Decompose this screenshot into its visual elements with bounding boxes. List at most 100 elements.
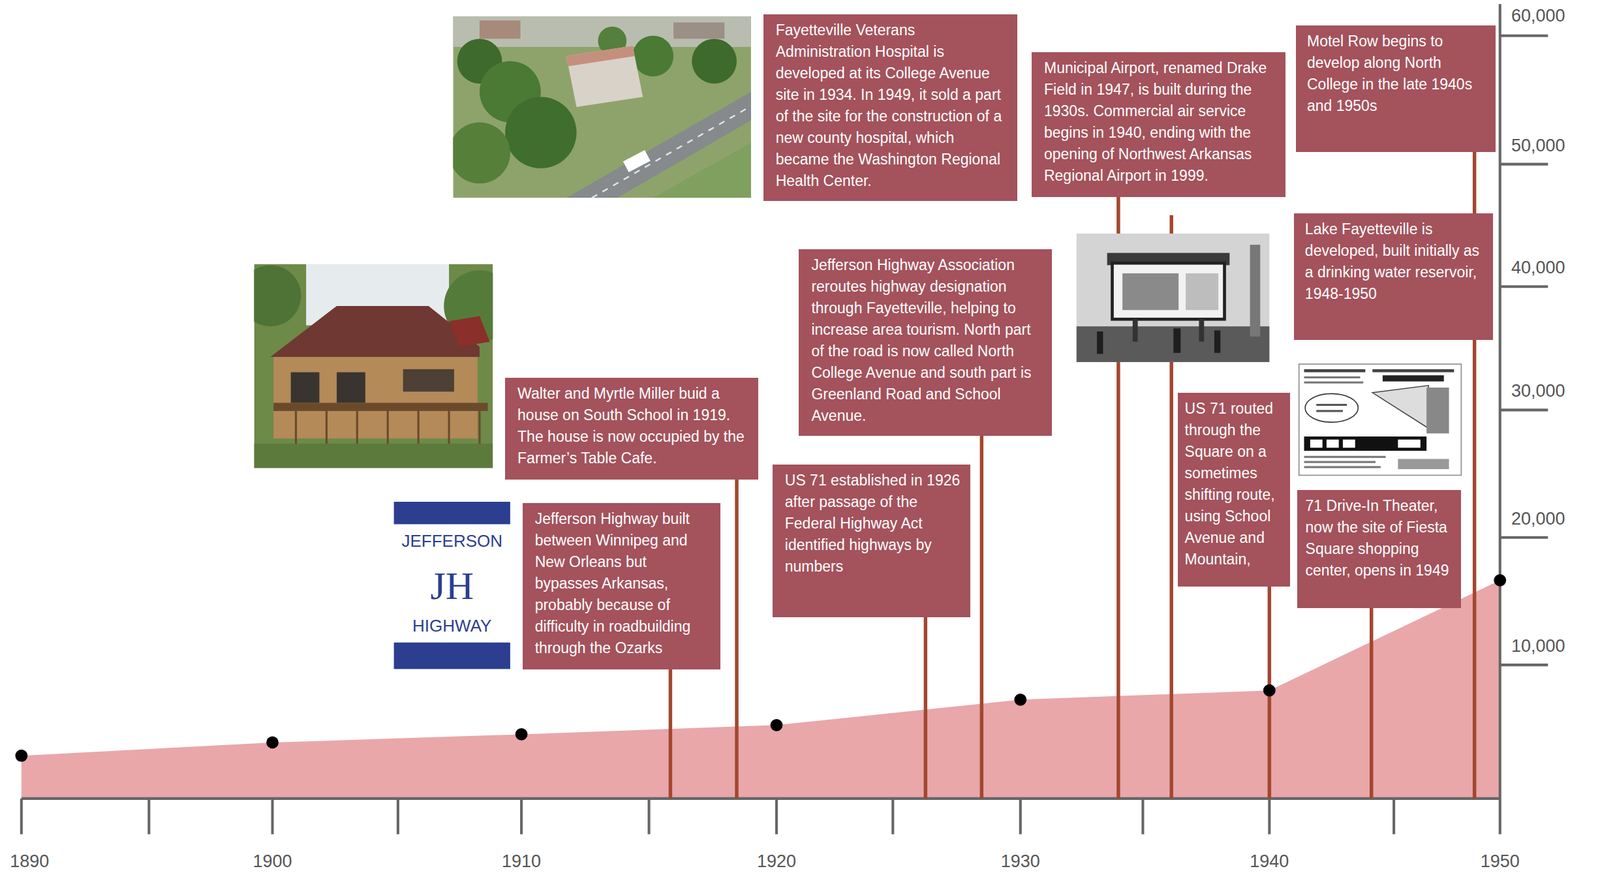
logo-text: HIGHWAY [412,615,492,635]
population-dot [266,736,279,750]
newspaper-ad [1372,369,1454,373]
billboard-photo [1096,331,1103,354]
year-label: 1930 [1000,852,1041,873]
logo-text: JEFFERSON [401,531,503,551]
house-photo [336,372,366,404]
time-axis [21,798,1501,835]
billboard-photo [1250,244,1261,337]
year-label: 1920 [756,852,797,873]
time-axis [520,798,523,835]
population-label: 50,000 [1511,136,1566,156]
callout-text: 71 Drive-In Theater, now the site of Fie… [1305,495,1457,582]
aerial-photo [452,122,511,185]
callout-text: US 71 routed through the Square on a som… [1184,398,1285,571]
newspaper-ad [1304,456,1386,459]
billboard-photo [1076,326,1270,363]
callout-box: Fayetteville Veterans Administration Hos… [763,14,1018,201]
population-dot [15,749,28,763]
callout-text: Lake Fayetteville is developed, built in… [1305,218,1486,305]
population-dot [1263,684,1276,697]
population-axis [1500,34,1548,38]
time-axis [891,798,894,835]
callout-box: Municipal Airport, renamed Drake Field i… [1031,52,1286,198]
aerial-photo [566,45,635,66]
population-axis [1500,285,1548,288]
year-label: 1900 [252,852,292,873]
newspaper-ad [1372,385,1429,429]
population-axis [1500,663,1548,667]
billboard-photo [1112,262,1225,320]
time-axis [396,798,400,835]
newspaper-ad [1426,387,1449,434]
population-label: 30,000 [1511,382,1566,402]
newspaper-ad [1304,461,1376,464]
leader-line [670,101,1475,799]
time-axis [647,798,651,835]
newspaper-ad [1304,436,1428,451]
house-photo [417,411,420,449]
house-photo [325,411,328,449]
population-dot [770,719,784,732]
callout-box: 71 Drive-In Theater, now the site of Fie… [1297,490,1462,609]
population-label: 40,000 [1511,258,1566,278]
billboard-photo [1076,233,1270,363]
aerial-photo [452,16,752,198]
house-photo [448,316,491,348]
time-axis [1019,798,1022,835]
time-axis [1498,798,1502,835]
year-label: 1910 [501,852,541,873]
year-label: 1940 [1249,852,1289,873]
newspaper-ad [1326,439,1339,449]
billboard-photo [1132,319,1139,342]
time-axis [775,798,778,835]
callout-box: Jefferson Highway Association reroutes h… [798,249,1052,436]
newspaper-ad [1304,465,1381,468]
billboard-photo [1076,233,1270,363]
highway-logo [394,501,511,524]
newspaper-ad [1342,439,1356,449]
year-label: 1890 [9,852,49,873]
aerial-photo [632,35,675,77]
house-photo [253,443,493,469]
aerial-photo [673,22,725,39]
time-axis [1141,798,1144,835]
population-label: 10,000 [1511,637,1566,658]
year-label: 1950 [1480,852,1520,873]
logo-monogram: JH [430,564,474,608]
house-photo [291,372,320,404]
aerial-photo [653,142,752,198]
aerial-photo [479,20,521,39]
callout-box: Motel Row begins to develop along North … [1295,25,1497,153]
newspaper-ad [1304,369,1366,373]
billboard-photo [1122,273,1179,310]
callout-text: Walter and Myrtle Miller buid a house on… [517,383,750,470]
house-photo [273,356,478,439]
newspaper-ad [1397,458,1449,470]
callout-text: Jefferson Highway built between Winnipeg… [535,508,712,660]
time-axis [147,798,151,835]
population-label: 20,000 [1511,509,1566,530]
callout-box: Jefferson Highway built between Winnipeg… [522,503,721,670]
house-photo [253,264,301,327]
population-dot [1014,693,1027,707]
billboard-photo [1198,319,1204,342]
aerial-photo [623,150,651,173]
callout-text: US 71 established in 1926 after passage … [784,469,962,578]
house-photo [294,411,297,449]
leader-line [1472,101,1477,799]
population-area [21,580,1501,799]
callout-box: Lake Fayetteville is developed, built in… [1293,213,1493,340]
house-photo [478,411,481,449]
house-photo [295,411,479,449]
newspaper-ad [1397,439,1420,449]
newspaper-ad [1299,364,1462,476]
aerial-photo [566,45,643,108]
aerial-photo [591,106,752,199]
house-photo [356,411,359,449]
aerial-photo [505,96,577,168]
newspaper-ad [1299,364,1462,476]
house-photo [403,369,455,392]
population-axis [1500,408,1548,412]
population-axis [1500,163,1548,166]
house-photo [253,264,493,469]
